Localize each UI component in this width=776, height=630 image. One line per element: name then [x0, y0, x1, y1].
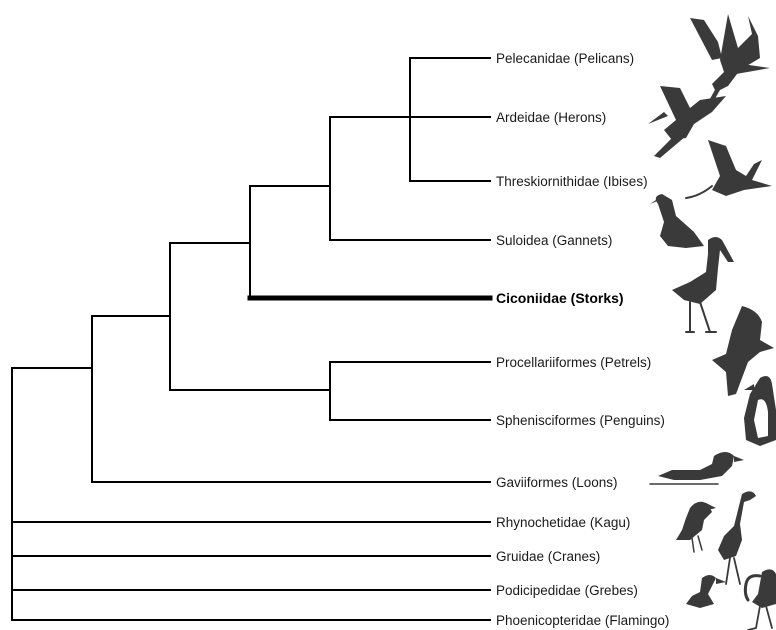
- taxon-label: Procellariiformes (Petrels): [496, 355, 651, 370]
- silhouettes: [648, 14, 776, 630]
- penguin-icon: [744, 376, 776, 446]
- gannet-icon: [650, 194, 704, 248]
- tree-branches: [12, 58, 490, 620]
- taxon-label: Podicipedidae (Grebes): [496, 583, 638, 598]
- flamingo-icon: [745, 569, 776, 630]
- taxon-label: Sphenisciformes (Penguins): [496, 413, 665, 428]
- taxon-labels: Pelecanidae (Pelicans) Ardeidae (Herons)…: [496, 51, 669, 628]
- crane-icon: [718, 491, 756, 584]
- ibis-icon: [686, 140, 772, 198]
- taxon-label: Ardeidae (Herons): [496, 110, 606, 125]
- taxon-label: Threskiornithidae (Ibises): [496, 174, 648, 189]
- grebe-icon: [686, 575, 726, 608]
- taxon-label-highlighted: Ciconiidae (Storks): [496, 290, 624, 306]
- taxon-label: Gruidae (Cranes): [496, 549, 600, 564]
- loon-icon: [650, 452, 744, 484]
- stork-icon: [672, 237, 734, 332]
- kagu-icon: [676, 502, 716, 552]
- taxon-label: Suloidea (Gannets): [496, 233, 612, 248]
- pelican-icon: [690, 14, 770, 106]
- taxon-label: Rhynochetidae (Kagu): [496, 515, 630, 530]
- taxon-label: Pelecanidae (Pelicans): [496, 51, 634, 66]
- taxon-label: Phoenicopteridae (Flamingo): [496, 613, 669, 628]
- taxon-label: Gaviiformes (Loons): [496, 475, 618, 490]
